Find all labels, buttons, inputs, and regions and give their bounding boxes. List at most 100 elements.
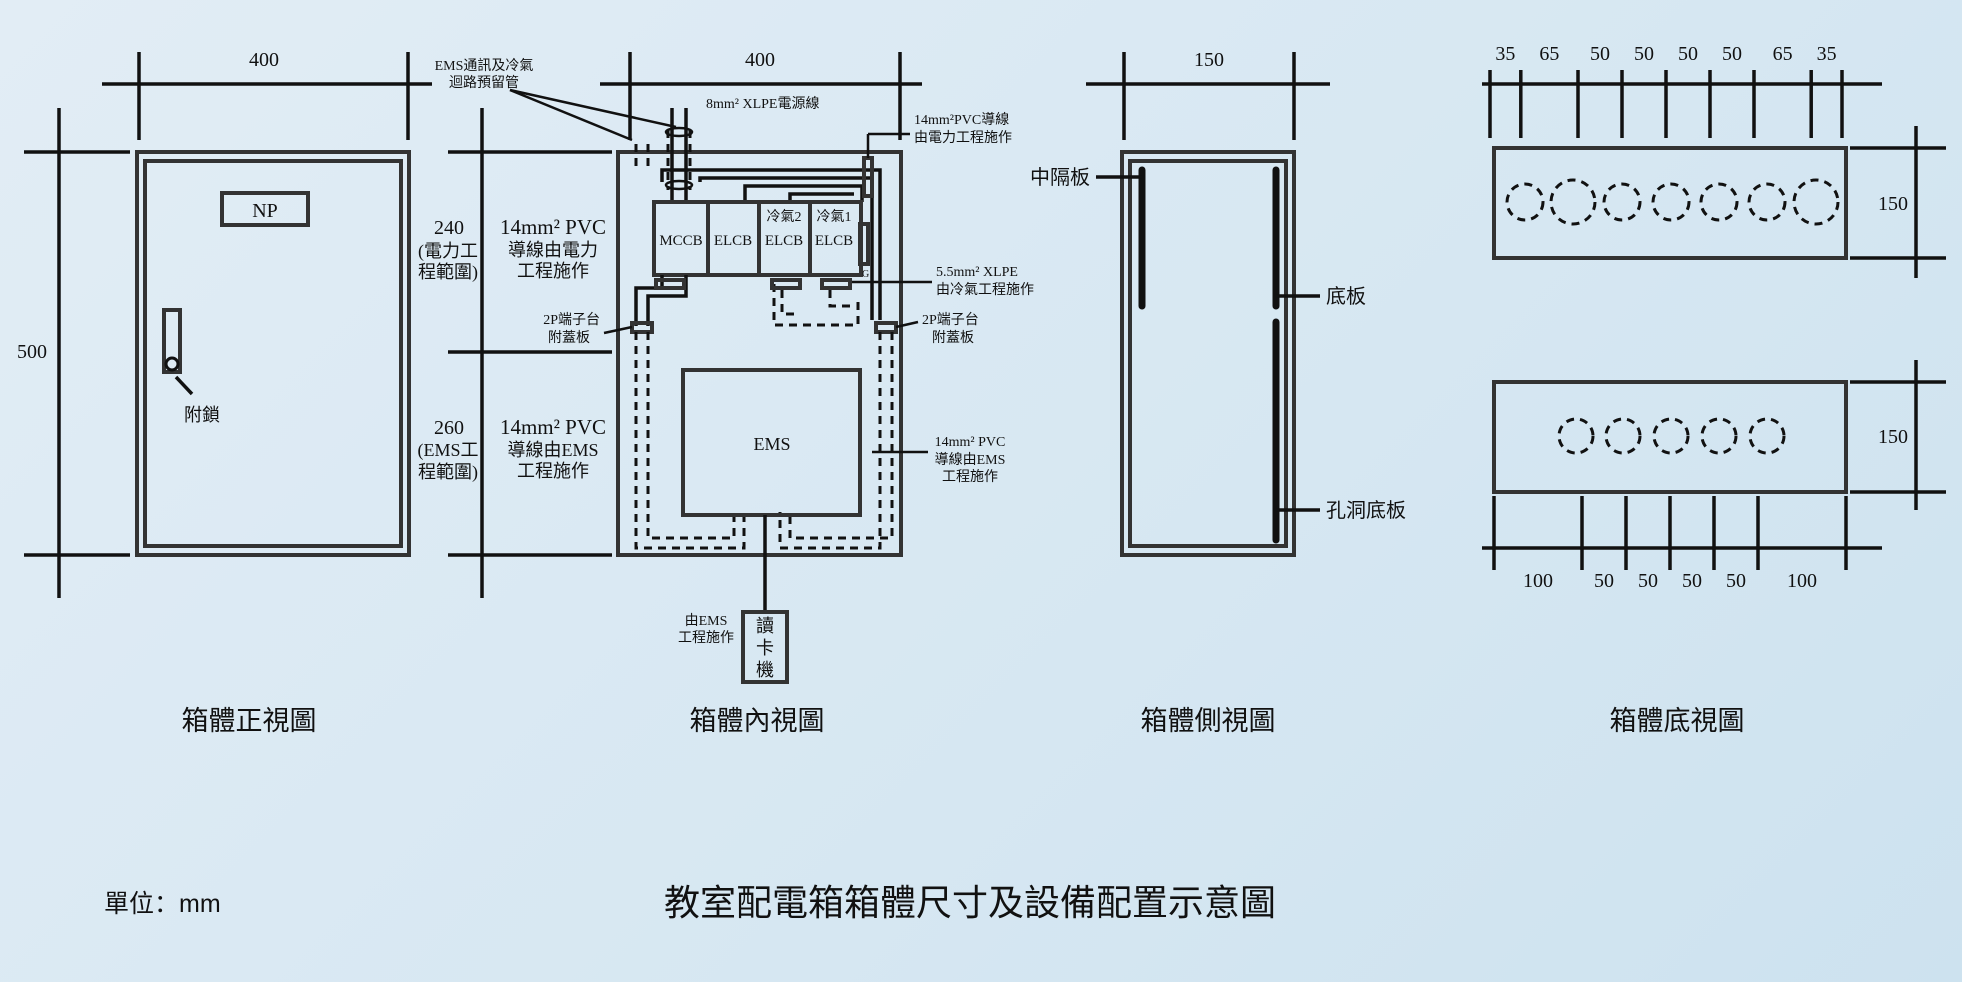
front-height-label: 500 — [17, 341, 47, 363]
bottom-dim-ticks — [1492, 496, 1848, 570]
bottom-top-dim-label: 35 — [1495, 43, 1515, 65]
pvc-ems-line3: 工程施作 — [942, 469, 998, 485]
terminal-right-line1: 2P端子台 — [922, 312, 979, 328]
ac1-bottom-label: ELCB — [815, 233, 853, 249]
upper-note-line3: 工程施作 — [517, 261, 589, 281]
ems-loop-right — [778, 332, 882, 550]
base-label: 底板 — [1326, 285, 1366, 308]
pvc-top-line2: 由電力工程施作 — [914, 130, 1012, 146]
hole-circle — [1505, 182, 1545, 222]
lower-note-line3: 工程施作 — [517, 461, 589, 481]
main-title: 教室配電箱箱體尺寸及設備配置示意圖 — [664, 883, 1276, 923]
terminal-left-line2: 附蓋板 — [548, 330, 590, 346]
xlpe8-label: 8mm² XLPE電源線 — [706, 96, 819, 112]
nameplate-label: NP — [252, 200, 278, 222]
top-dim-ticks — [1488, 70, 1844, 138]
inner-box — [616, 150, 903, 557]
partition-label: 中隔板 — [1030, 166, 1090, 189]
bottom-holes — [1557, 417, 1786, 455]
lower-note-line2: 導線由EMS — [507, 440, 598, 460]
terminal-block-right — [874, 321, 898, 334]
top-holes — [1505, 178, 1840, 226]
inner-view: 400 240 (電力工 程範圍) 14mm² PVC 導線由電力 工程施作 2… — [417, 49, 1034, 736]
bottom-bot-dim-label: 50 — [1726, 570, 1746, 592]
bottom-bot-dim-label: 50 — [1682, 570, 1702, 592]
bottom-plate-top — [1492, 146, 1848, 260]
pvc-ems-line1: 14mm² PVC — [935, 435, 1006, 450]
card-reader-char3: 機 — [756, 660, 774, 680]
reader-note-line1: 由EMS — [685, 613, 728, 629]
hole-circle — [1602, 182, 1642, 222]
lock-label: 附鎖 — [184, 405, 220, 425]
bottom-top-dim-label: 65 — [1773, 43, 1793, 65]
reader-note-line2: 工程施作 — [678, 630, 734, 646]
elcb-label: ELCB — [714, 233, 752, 249]
bottom-top-dim-label: 50 — [1678, 43, 1698, 65]
inner-caption: 箱體內視圖 — [690, 706, 825, 736]
door-handle — [162, 308, 182, 374]
lower-dim-line3: 程範圍) — [418, 462, 478, 483]
mccb-label: MCCB — [659, 233, 702, 249]
hole-circle — [1747, 182, 1787, 222]
ground-label: G — [862, 269, 869, 280]
card-reader-char2: 卡 — [756, 638, 774, 658]
side-view: 150 中隔板 底板 孔洞底板 箱體側視圖 — [1030, 49, 1406, 736]
bottom-top-dim-label: 35 — [1817, 43, 1837, 65]
bottom-top-dim-label: 65 — [1539, 43, 1559, 65]
hole-circle — [1557, 417, 1595, 455]
ground-bar — [858, 222, 870, 266]
unit-label: 單位：mm — [104, 890, 221, 918]
front-box-outer — [135, 150, 411, 557]
upper-dim-value: 240 — [434, 217, 464, 239]
ems-loop-left — [634, 332, 746, 550]
front-view: 400 500 NP 附鎖 箱體正視圖 — [17, 49, 432, 736]
ac2-bottom-label: ELCB — [765, 233, 803, 249]
lower-note-line1: 14mm² PVC — [500, 415, 606, 439]
pvc-top-line1: 14mm²PVC導線 — [914, 112, 1009, 128]
reserve-pipe-left — [634, 144, 650, 168]
bottom-bot-dim-label: 100 — [1523, 570, 1553, 592]
hole-base-label: 孔洞底板 — [1326, 499, 1406, 522]
hole-circle — [1699, 182, 1739, 222]
hole-circle — [1651, 182, 1691, 222]
hole-circle — [1549, 178, 1597, 226]
depth-top-label: 150 — [1878, 193, 1908, 215]
reserve-pipe-line2: 迴路預留管 — [449, 75, 519, 91]
terminal-right-line2: 附蓋板 — [932, 330, 974, 346]
pvc-ems-line2: 導線由EMS — [935, 452, 1006, 468]
xlpe55-line2: 由冷氣工程施作 — [936, 282, 1034, 298]
nameplate — [220, 191, 310, 227]
hole-circle — [1700, 417, 1738, 455]
xlpe55-line1: 5.5mm² XLPE — [936, 265, 1018, 280]
ems-label: EMS — [753, 434, 790, 454]
terminal-block-left — [630, 321, 654, 334]
bottom-top-dim-label: 50 — [1722, 43, 1742, 65]
depth-bottom-label: 150 — [1878, 426, 1908, 448]
bottom-top-dim-label: 50 — [1634, 43, 1654, 65]
bottom-bot-dim-label: 50 — [1594, 570, 1614, 592]
reserve-pipe-line1: EMS通訊及冷氣 — [435, 58, 534, 74]
ems-loop-right-inner — [788, 332, 894, 540]
side-box-outer — [1120, 150, 1296, 557]
card-reader — [741, 610, 789, 684]
inner-width-label: 400 — [745, 49, 775, 71]
upper-dim-line3: 程範圍) — [418, 262, 478, 283]
side-width-label: 150 — [1194, 49, 1224, 71]
bottom-bot-dim-label: 50 — [1638, 570, 1658, 592]
side-box-inner — [1128, 159, 1288, 548]
front-box-inner — [143, 159, 403, 548]
upper-note-line2: 導線由電力 — [508, 240, 598, 260]
bottom-bot-dim-label: 100 — [1787, 570, 1817, 592]
hole-circle — [1748, 417, 1786, 455]
ems-loop-left-inner — [646, 332, 736, 540]
side-caption: 箱體側視圖 — [1141, 706, 1276, 736]
hole-circle — [1792, 178, 1840, 226]
card-reader-char1: 讀 — [756, 616, 774, 636]
lower-dim-line2: (EMS工 — [417, 440, 478, 461]
lock-icon — [164, 356, 180, 372]
ems-unit — [681, 368, 862, 517]
ac2-top-label: 冷氣2 — [767, 209, 802, 225]
